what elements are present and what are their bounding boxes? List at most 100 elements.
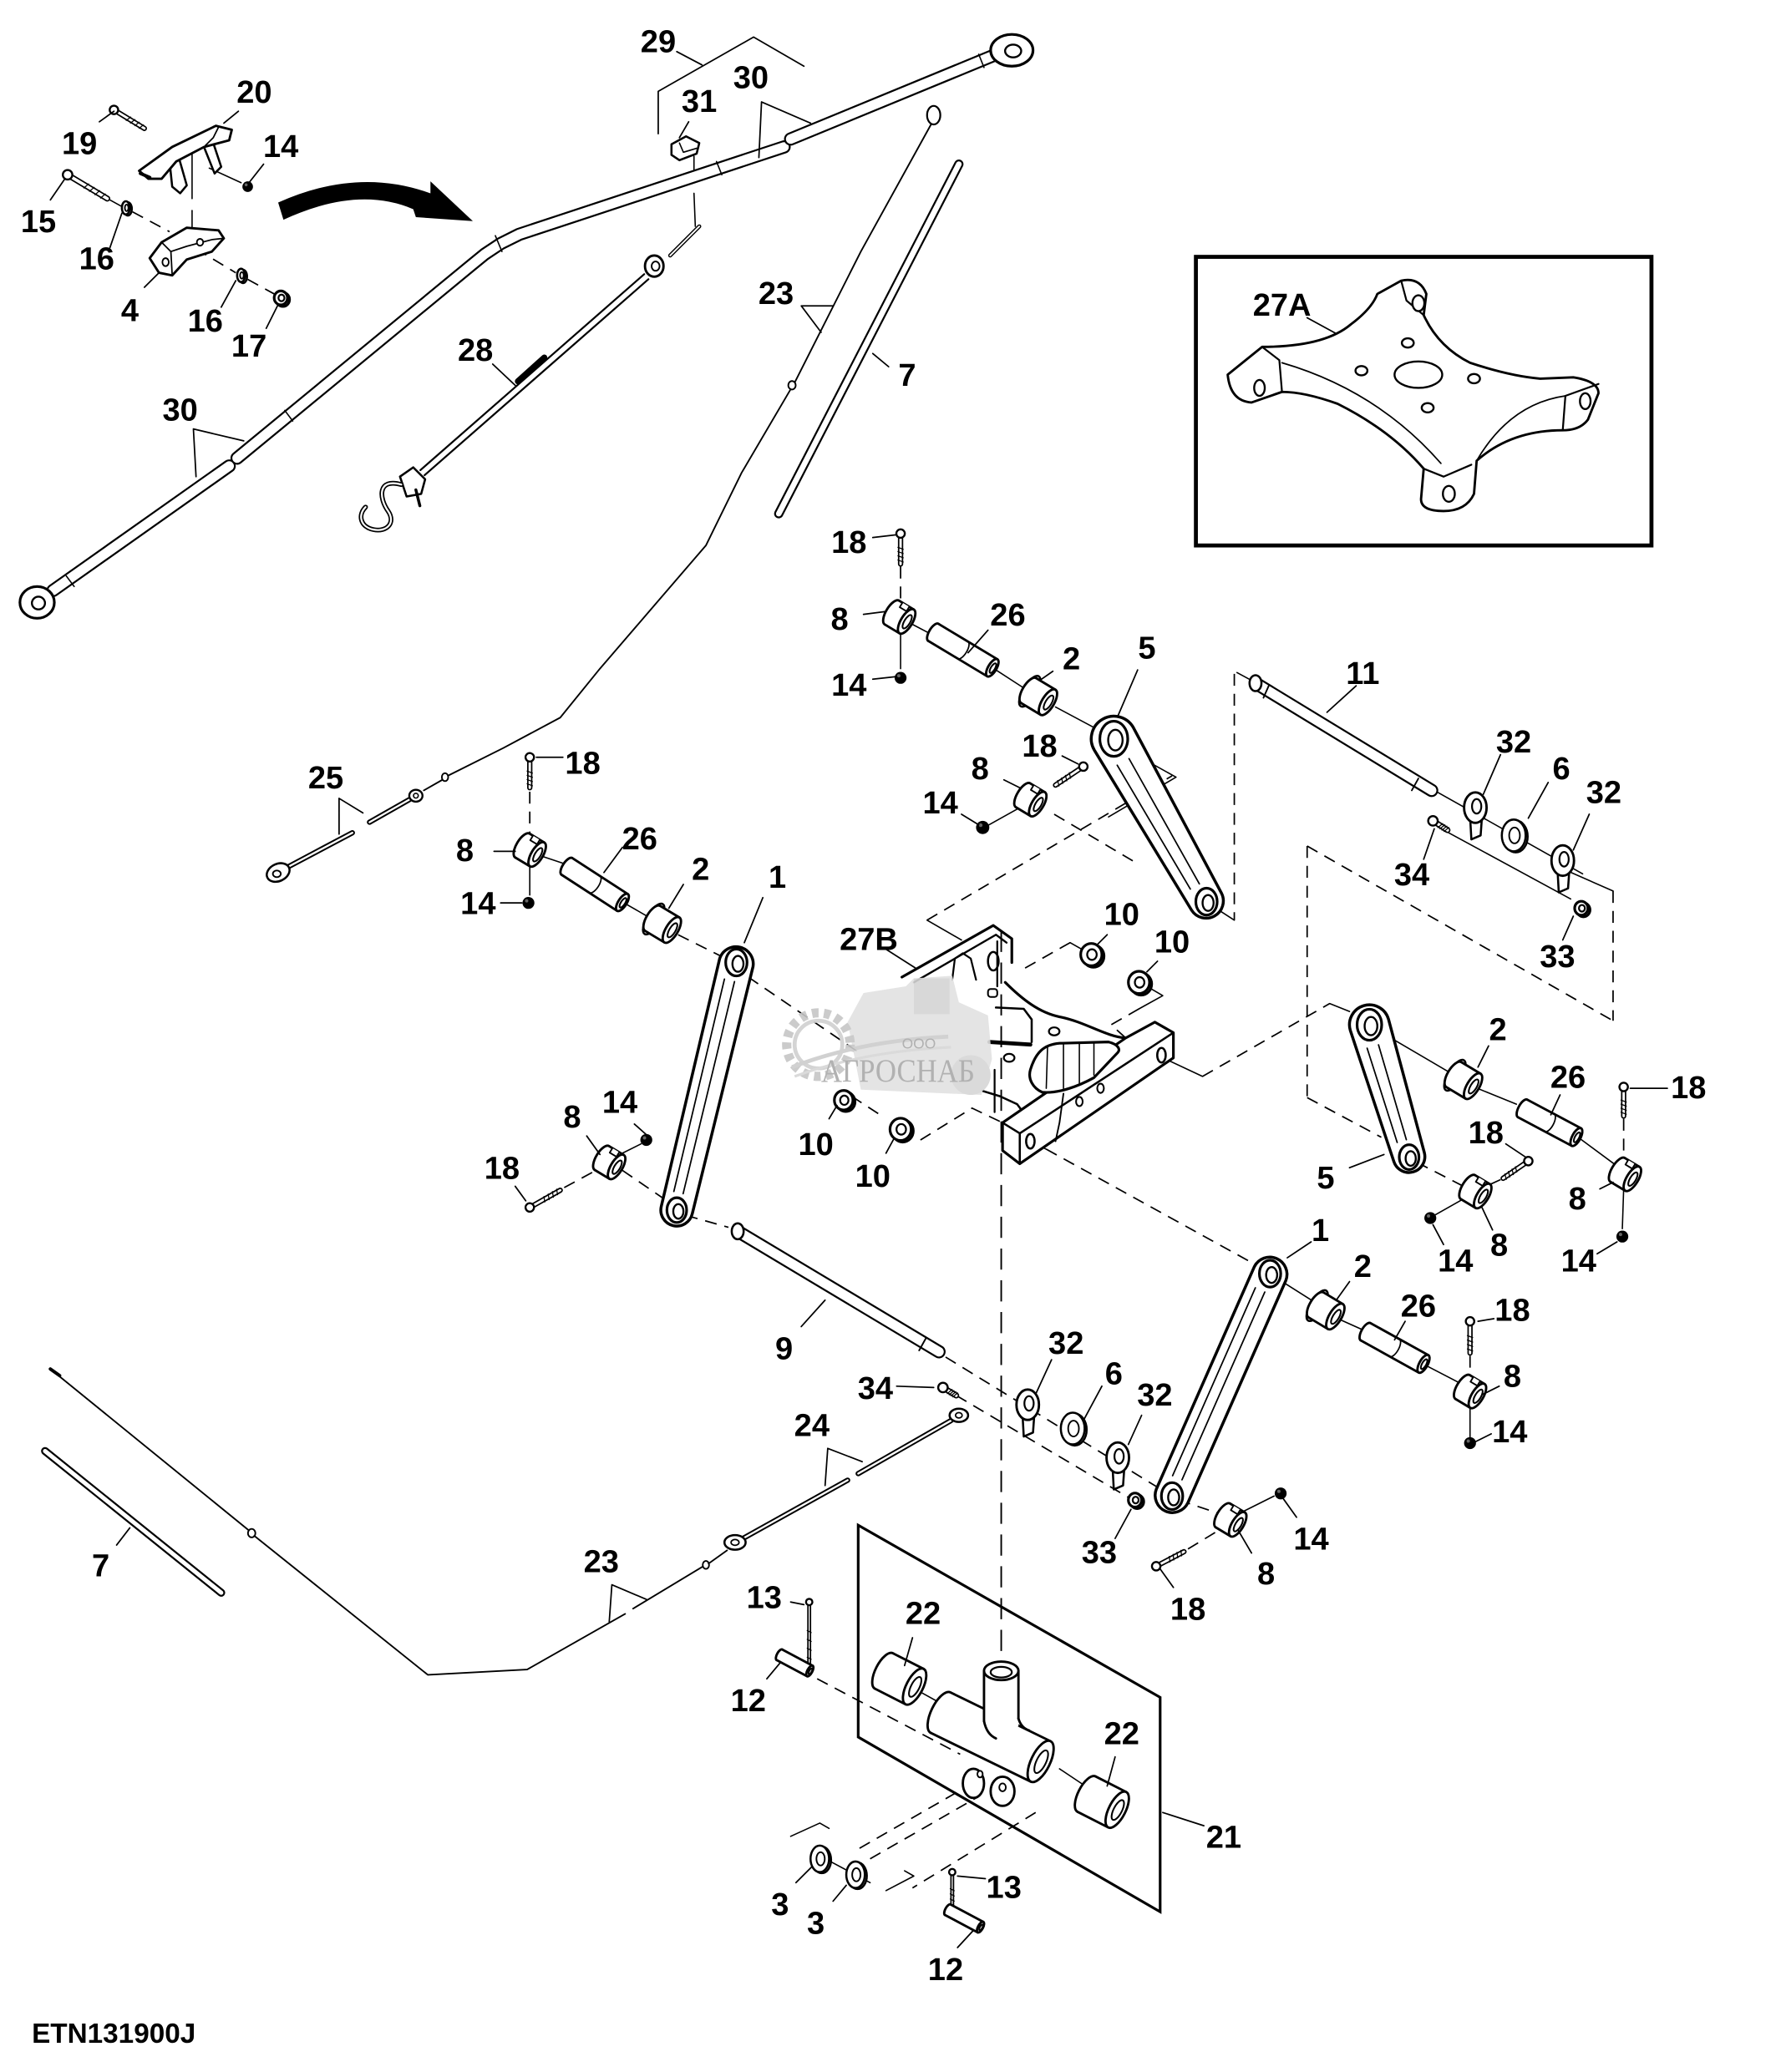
lock-washer-16: [236, 267, 248, 285]
assembly-axis-line: [1579, 1137, 1616, 1166]
callout-18: 18: [1494, 1293, 1530, 1328]
outline-polyline: [1466, 1340, 1474, 1343]
callout-14: 14: [1561, 1244, 1596, 1279]
callout-10: 10: [798, 1127, 833, 1163]
outline-path: [1624, 1159, 1636, 1170]
callout-32: 32: [1137, 1378, 1172, 1413]
leader-line: [1477, 1045, 1489, 1068]
lift-link-1: [659, 945, 755, 1228]
outline-polyline: [556, 1188, 559, 1196]
outline-path: [1230, 1504, 1241, 1516]
outline-ellipse: [1363, 1016, 1378, 1036]
rod-25: [266, 788, 424, 884]
outline-ellipse: [839, 1094, 850, 1107]
outline-circle: [1274, 1487, 1287, 1500]
outline-circle: [1616, 1230, 1629, 1243]
callout-22: 22: [1104, 1717, 1139, 1752]
clip-32: [1463, 791, 1488, 841]
dashed-assembly-line: [945, 1356, 1166, 1493]
callout-3: 3: [807, 1906, 825, 1941]
bushing-8-body: [591, 1144, 627, 1181]
assembly-axis-line: [1138, 985, 1164, 1010]
bushing-8: [1453, 1373, 1488, 1410]
pin-12-body: [942, 1902, 986, 1934]
nut-10: [1127, 970, 1154, 997]
callout-11: 11: [1346, 656, 1379, 692]
outline-polyline: [446, 388, 792, 777]
mounting-hole: [1411, 294, 1426, 312]
outline-ellipse: [1572, 1131, 1581, 1143]
callout-30: 30: [733, 60, 769, 95]
dashed-assembly-line: [926, 775, 1173, 921]
outline-ellipse: [1578, 904, 1586, 913]
outline-polyline: [977, 53, 985, 68]
leader-line: [1550, 1094, 1561, 1116]
nut-14: [640, 1133, 652, 1147]
nut-14: [1274, 1487, 1287, 1500]
rod-end-eye: [18, 585, 56, 620]
outline-polyline: [160, 237, 225, 253]
bushing-8: [512, 832, 547, 869]
washer-3: [845, 1860, 868, 1891]
leader-line: [828, 1104, 838, 1120]
outline-polyline: [946, 1389, 953, 1395]
outline-ellipse: [947, 1867, 957, 1877]
bolt-18: [1053, 761, 1089, 788]
outline-polyline: [806, 1648, 812, 1651]
callout-26: 26: [622, 822, 657, 857]
outline-polyline: [125, 116, 132, 121]
cable-23: [48, 1367, 728, 1676]
outline-ellipse: [908, 1675, 922, 1698]
leader-line: [1348, 1153, 1385, 1169]
outline-ellipse: [1419, 1358, 1428, 1370]
outline-ellipse: [1201, 894, 1215, 912]
bolt-19: [109, 104, 148, 131]
nut-14: [522, 897, 535, 909]
bushing-8: [1012, 782, 1048, 818]
callout-25: 25: [308, 761, 343, 796]
leader-line: [957, 1875, 987, 1880]
outline-rect: [931, 1692, 1051, 1782]
outline-polyline: [806, 1639, 812, 1643]
outline-ellipse: [1471, 798, 1483, 815]
outline-path: [1423, 464, 1473, 478]
outline-polyline: [949, 1898, 955, 1902]
outline-polyline: [1180, 1549, 1183, 1557]
outline-circle: [978, 823, 983, 828]
lift-link-5: [1347, 1003, 1427, 1174]
outline-path: [1347, 1003, 1427, 1174]
dashed-assembly-line: [622, 1169, 670, 1203]
callout-27A: 27A: [1253, 288, 1312, 323]
outline-polyline: [742, 1479, 849, 1540]
leader-line: [1326, 685, 1357, 713]
outline-ellipse: [988, 662, 997, 674]
outline-polyline: [901, 924, 1013, 979]
outline-polyline: [89, 186, 95, 192]
leader-line: [586, 1135, 601, 1156]
leader-line: [1034, 1359, 1053, 1396]
curved-arrow-icon: [277, 181, 474, 221]
lift-link-5: [1089, 714, 1225, 920]
outline-ellipse: [787, 380, 797, 391]
leader-line: [1002, 778, 1021, 789]
outline-polyline: [951, 952, 977, 981]
outline-circle: [1618, 1233, 1622, 1237]
outline-ellipse: [1627, 1171, 1639, 1187]
outline-ellipse: [731, 955, 745, 973]
outline-ellipse: [1150, 1561, 1162, 1572]
outline-polyline: [715, 160, 723, 176]
outline-ellipse: [978, 1923, 984, 1932]
outline-ellipse: [651, 261, 661, 272]
outline-polyline: [949, 1887, 955, 1892]
outline-polyline: [733, 1226, 944, 1357]
outline-ellipse: [998, 1782, 1007, 1792]
leader-line: [676, 50, 703, 66]
callout-32: 32: [1048, 1326, 1083, 1361]
outline-circle: [1464, 1436, 1476, 1450]
callout-16: 16: [188, 304, 223, 339]
outline-polyline: [1128, 757, 1200, 885]
outline-polyline: [785, 50, 998, 144]
rod-24: [723, 1407, 970, 1551]
outline-rect: [987, 988, 998, 998]
